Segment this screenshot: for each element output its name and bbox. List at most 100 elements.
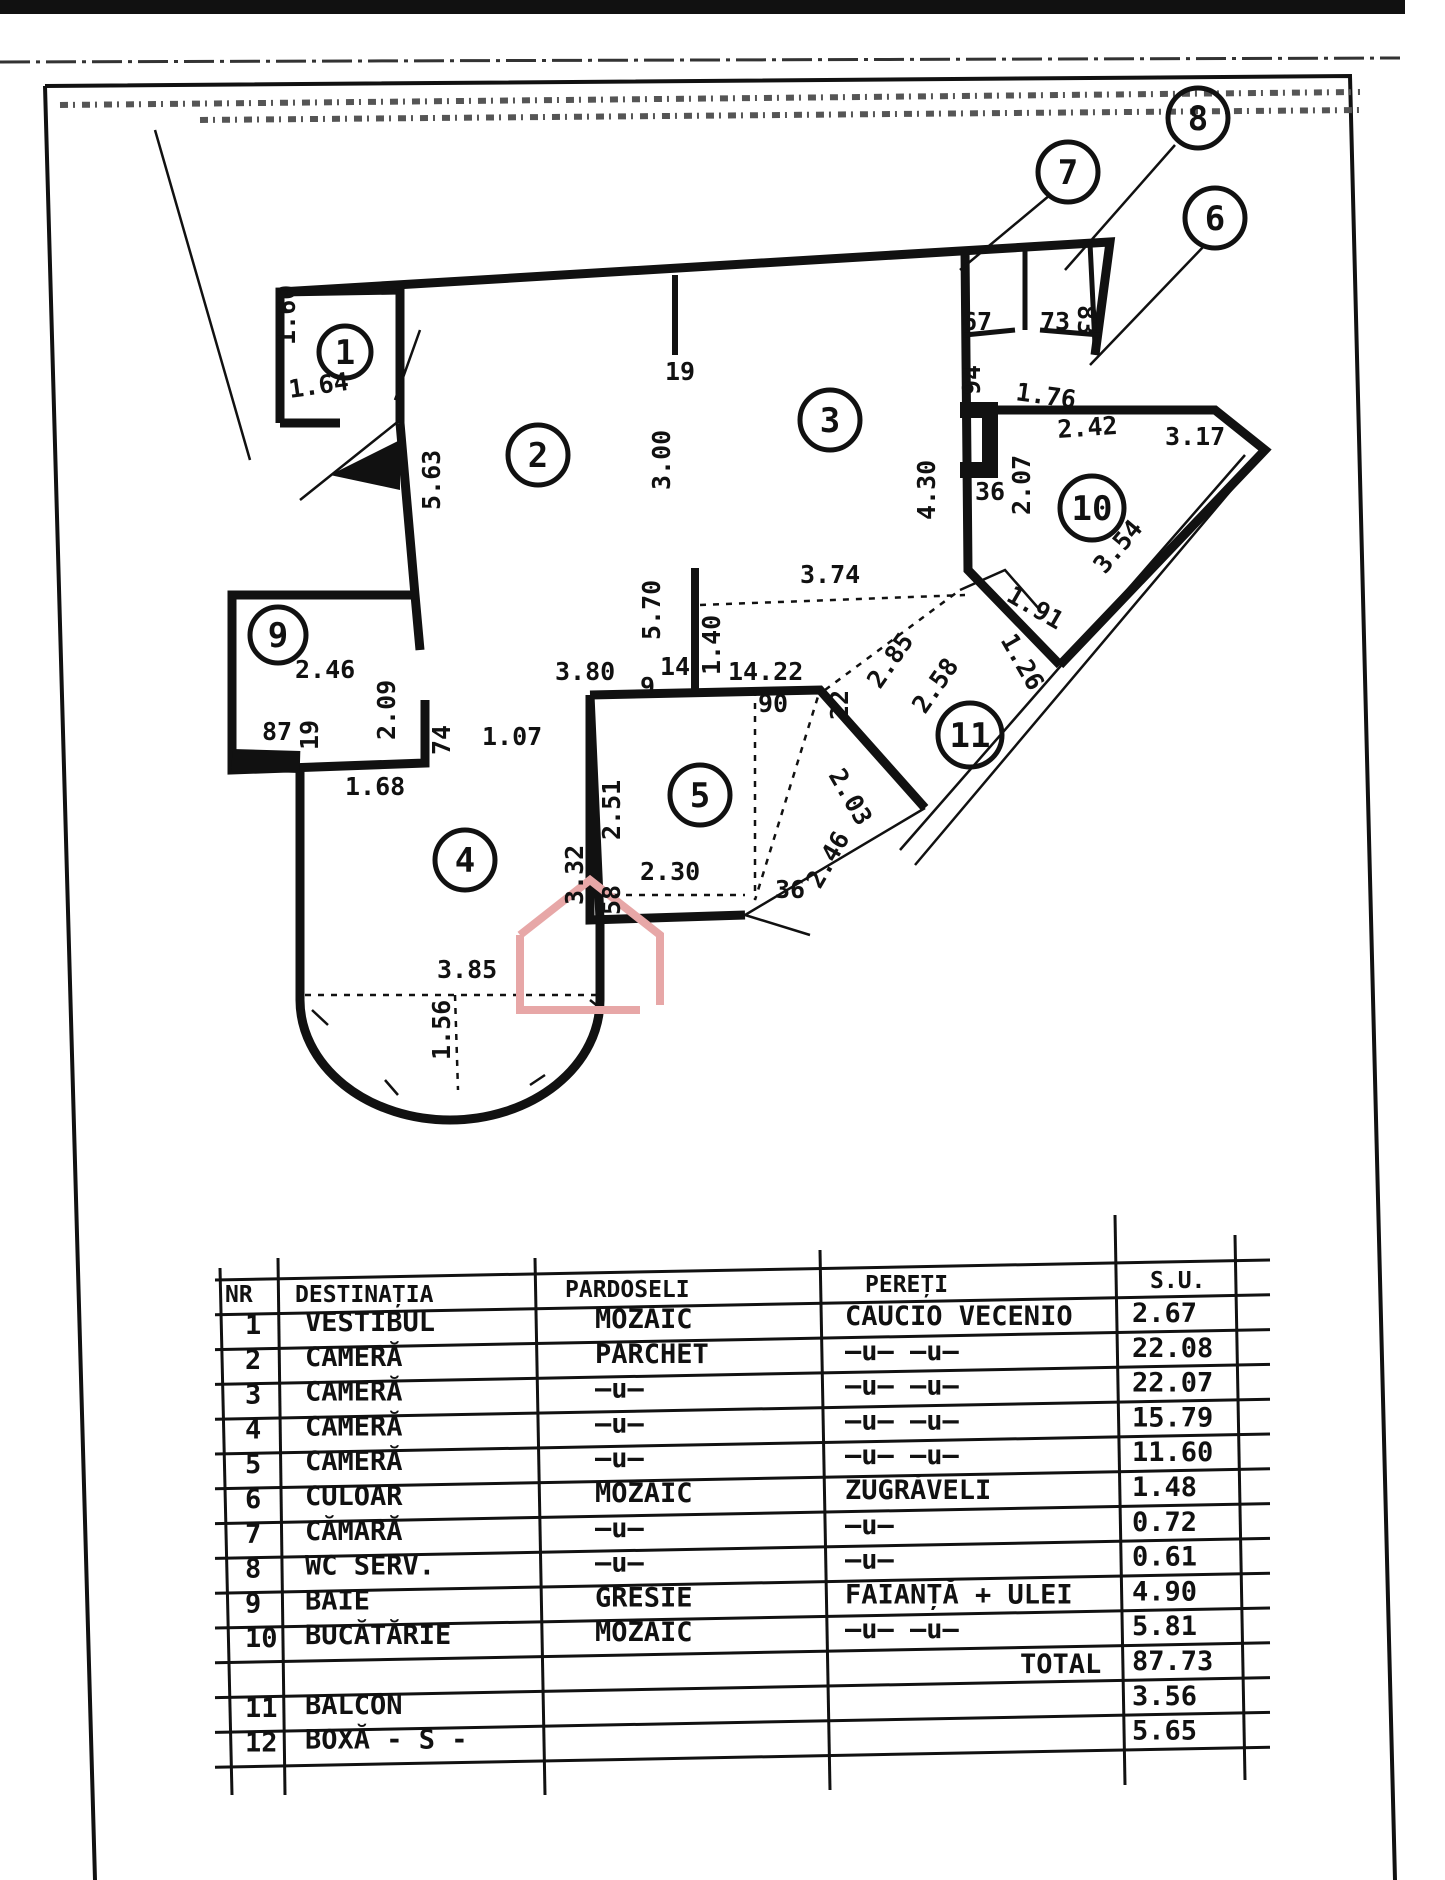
header-pardoseli: PARDOSELI xyxy=(565,1277,690,1303)
top-edge-band xyxy=(0,0,1405,14)
row-walls: —u— —u— xyxy=(845,1405,960,1436)
dim-label: 14.22 xyxy=(728,657,803,686)
stair-triangle xyxy=(330,440,400,490)
dim-label: 1.60 xyxy=(272,285,301,345)
room-marker-7: 7 xyxy=(1035,139,1101,205)
svg-text:6: 6 xyxy=(1205,199,1225,239)
room-marker-9: 9 xyxy=(247,604,309,666)
dim-label: 73 xyxy=(1040,307,1070,336)
dim-label: 58 xyxy=(597,885,626,915)
table-rule xyxy=(214,1641,1271,1665)
dim-label: 3.00 xyxy=(647,430,676,490)
row-area: 2.67 xyxy=(1132,1298,1197,1329)
row-area: 15.79 xyxy=(1132,1402,1213,1433)
wall-north xyxy=(279,237,1116,356)
row-area: 3.56 xyxy=(1132,1681,1197,1712)
table-row: 11 BALCON 3.56 xyxy=(245,1681,1197,1724)
row-flooring: MOZAIC xyxy=(595,1617,693,1648)
table-rule xyxy=(214,1536,1271,1560)
row-area: 1.48 xyxy=(1132,1472,1197,1503)
floor-plan xyxy=(153,129,1272,1125)
dim-label: 3.80 xyxy=(555,657,615,686)
balcony-rail xyxy=(899,449,1266,866)
header-destinatia: DESTINAȚIA xyxy=(295,1282,434,1308)
row-nr: 8 xyxy=(245,1554,261,1585)
row-area: 5.81 xyxy=(1132,1611,1197,1642)
row-nr: 1 xyxy=(245,1310,261,1341)
row-flooring: —u— xyxy=(595,1548,645,1579)
room-marker-5: 5 xyxy=(667,762,733,828)
dim-label: 1.56 xyxy=(427,1000,456,1060)
row-area: 87.73 xyxy=(1132,1646,1213,1677)
row-destination: CAMERĂ xyxy=(305,1410,403,1442)
row-nr: 2 xyxy=(245,1345,261,1376)
dim-label: 83 xyxy=(1072,305,1101,335)
row-walls: —u— xyxy=(845,1510,895,1541)
dim-label: 2.07 xyxy=(1007,455,1036,515)
dim-label: 36 xyxy=(775,875,805,904)
header-nr: NR xyxy=(225,1282,253,1308)
dimension-labels: 1.60 1.64 5.63 19 3.00 4.30 67 73 83 94 … xyxy=(262,285,1225,1060)
row-flooring: —u— xyxy=(595,1443,645,1474)
svg-text:7: 7 xyxy=(1058,153,1078,193)
room-marker-6: 6 xyxy=(1182,185,1248,251)
dim-label: 1.26 xyxy=(995,629,1050,696)
row-flooring: MOZAIC xyxy=(595,1478,693,1509)
table-rule xyxy=(214,1676,1271,1700)
row-walls: —u— xyxy=(845,1545,895,1576)
dim-label: 2.85 xyxy=(861,627,919,693)
row-nr: 10 xyxy=(245,1623,278,1654)
svg-text:9: 9 xyxy=(268,616,288,656)
room-marker-8: 8 xyxy=(1165,85,1231,151)
room-marker-1: 1 xyxy=(316,323,374,381)
dim-label: 5.70 xyxy=(637,580,666,640)
dim-label: 2.46 xyxy=(800,826,855,893)
svg-text:4: 4 xyxy=(455,841,475,881)
leader-6 xyxy=(1089,244,1206,366)
row-nr: 5 xyxy=(245,1449,261,1480)
dim-label: 3.74 xyxy=(800,560,860,589)
row-destination: WC SERV. xyxy=(305,1551,435,1582)
dim-label: 9 xyxy=(640,672,655,701)
row-walls: —u— —u— xyxy=(845,1371,960,1402)
svg-text:10: 10 xyxy=(1072,489,1113,529)
table-rule xyxy=(214,1467,1271,1491)
row-walls: ZUGRĂVELI xyxy=(845,1474,991,1506)
row-nr: 4 xyxy=(245,1414,261,1445)
room-markers: 1 2 3 4 5 6 7 8 9 10 11 xyxy=(247,85,1248,893)
table-rule xyxy=(214,1606,1271,1630)
row-area: 4.90 xyxy=(1132,1576,1197,1607)
table-rule xyxy=(214,1745,1271,1769)
table-rule xyxy=(214,1362,1271,1386)
table-rule xyxy=(214,1571,1271,1595)
leader-8 xyxy=(1064,144,1176,271)
svg-text:11: 11 xyxy=(950,716,991,756)
row-walls: —u— —u— xyxy=(845,1440,960,1471)
row-nr: 11 xyxy=(245,1693,278,1724)
row-area: 0.61 xyxy=(1132,1542,1197,1573)
row-area: 11.60 xyxy=(1132,1437,1213,1468)
svg-text:2: 2 xyxy=(528,436,548,476)
table-header: NR DESTINAȚIA PARDOSELI PEREȚI S.U. xyxy=(225,1268,1205,1308)
svg-text:3: 3 xyxy=(820,401,840,441)
table-row: 8 WC SERV. —u— —u— 0.61 xyxy=(245,1542,1197,1585)
row-walls: —u— —u— xyxy=(845,1336,960,1367)
row-destination: BOXĂ - S - xyxy=(305,1724,468,1756)
dim-label: 2.42 xyxy=(1056,411,1118,444)
row-nr: 6 xyxy=(245,1484,261,1515)
table-rule xyxy=(214,1710,1271,1734)
row-walls: —u— —u— xyxy=(845,1614,960,1645)
row-area: 22.07 xyxy=(1132,1368,1213,1399)
row-flooring: GRESIE xyxy=(595,1582,693,1613)
row-walls: FAIANȚĂ + ULEI xyxy=(845,1578,1073,1610)
row-destination: BAIE xyxy=(305,1585,370,1616)
row-destination: BALCON xyxy=(305,1690,403,1721)
row-destination: VESTIBUL xyxy=(305,1307,435,1338)
dim-label: 2.51 xyxy=(597,780,626,840)
